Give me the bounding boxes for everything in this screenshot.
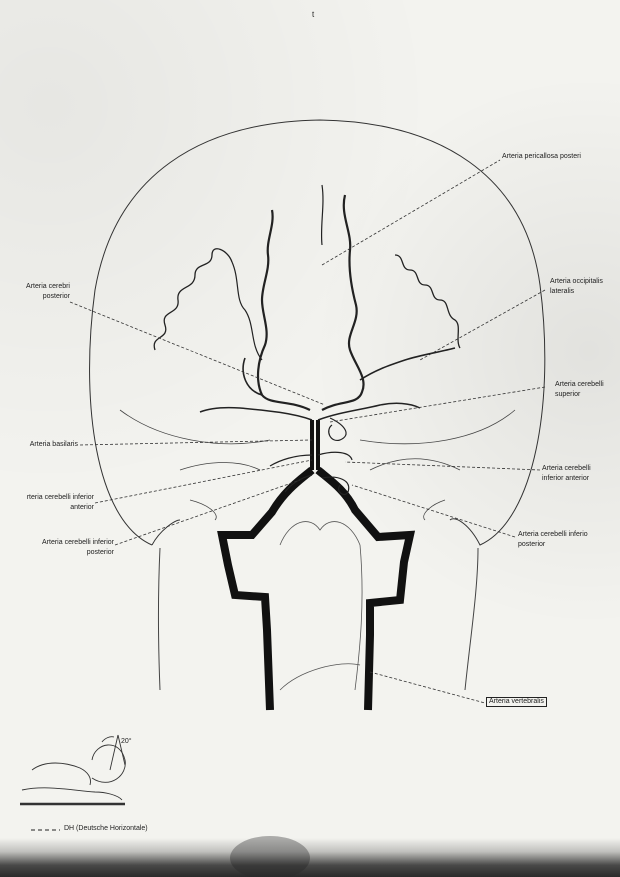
sca-right-loop — [329, 418, 346, 440]
patient-position-icon — [20, 735, 125, 804]
label-cerebelli-inf-ant-right-line1: Arteria cerebelli — [542, 465, 591, 473]
atlas-lower — [280, 664, 360, 690]
sca-left — [200, 408, 312, 420]
skull-base-left — [120, 410, 270, 444]
pca-left — [258, 210, 310, 410]
basilar-artery — [312, 420, 318, 470]
skull-base-right2 — [370, 459, 460, 470]
label-cerebelli-inf-ant-right-line2: inferior anterior — [542, 475, 589, 483]
label-cerebri-posterior-line2: posterior — [6, 293, 70, 301]
scan-edge-strip — [0, 838, 620, 877]
label-pericallosa: Arteria pericallosa posteri — [502, 153, 581, 161]
aica-right — [318, 452, 352, 460]
vertebral-artery-right — [318, 470, 410, 710]
aica-left — [270, 455, 312, 466]
leader-pericallosa — [322, 160, 500, 265]
label-cerebelli-inf-post-right-line2: posterior — [518, 541, 545, 549]
legend-text: DH (Deutsche Horizontale) — [64, 825, 148, 832]
neck-left — [159, 548, 161, 690]
occipital-connect-left — [232, 262, 262, 360]
label-occipitalis-line1: Arteria occipitalis — [550, 278, 603, 286]
label-occipitalis-line2: lateralis — [550, 288, 574, 296]
atlas-outline — [280, 522, 362, 690]
occipital-wavy-left — [154, 249, 232, 350]
top-mark: t — [312, 10, 314, 19]
label-cerebelli-inf-post-right-line1: Arteria cerebelli inferio — [518, 531, 588, 539]
mastoid-left — [190, 500, 216, 520]
label-vertebralis: Arteria vertebralis — [486, 697, 547, 707]
skull-outline — [90, 120, 545, 545]
pca-right — [322, 195, 364, 410]
label-basilaris: Arteria basilaris — [6, 441, 78, 449]
mastoid-right — [424, 500, 445, 520]
pericallosa-vessel — [322, 185, 323, 245]
skull-base-right — [360, 410, 515, 444]
label-cerebelli-inf-ant-left-line2: anterior — [4, 504, 94, 512]
skull-left-lower — [152, 520, 180, 545]
angle-label: 20° — [121, 738, 132, 746]
occipital-wavy-right — [395, 255, 460, 348]
skull-base-left2 — [180, 463, 260, 471]
vertebral-artery-left — [222, 470, 312, 710]
label-cerebelli-inf-ant-left-line1: rteria cerebelli inferior — [4, 494, 94, 502]
leader-lines — [70, 160, 545, 703]
leader-pca — [70, 302, 325, 405]
label-cerebelli-superior-line1: Arteria cerebelli — [555, 381, 604, 389]
label-cerebelli-inf-post-left-line2: posterior — [10, 549, 114, 557]
label-cerebelli-superior-line2: superior — [555, 391, 580, 399]
label-cerebelli-inf-post-left-line1: Arteria cerebelli inferior — [10, 539, 114, 547]
leader-vertebralis — [370, 672, 485, 703]
pca-right-branch — [360, 348, 455, 380]
label-cerebri-posterior-line1: Arteria cerebri — [6, 283, 70, 291]
neck-right — [465, 548, 478, 690]
